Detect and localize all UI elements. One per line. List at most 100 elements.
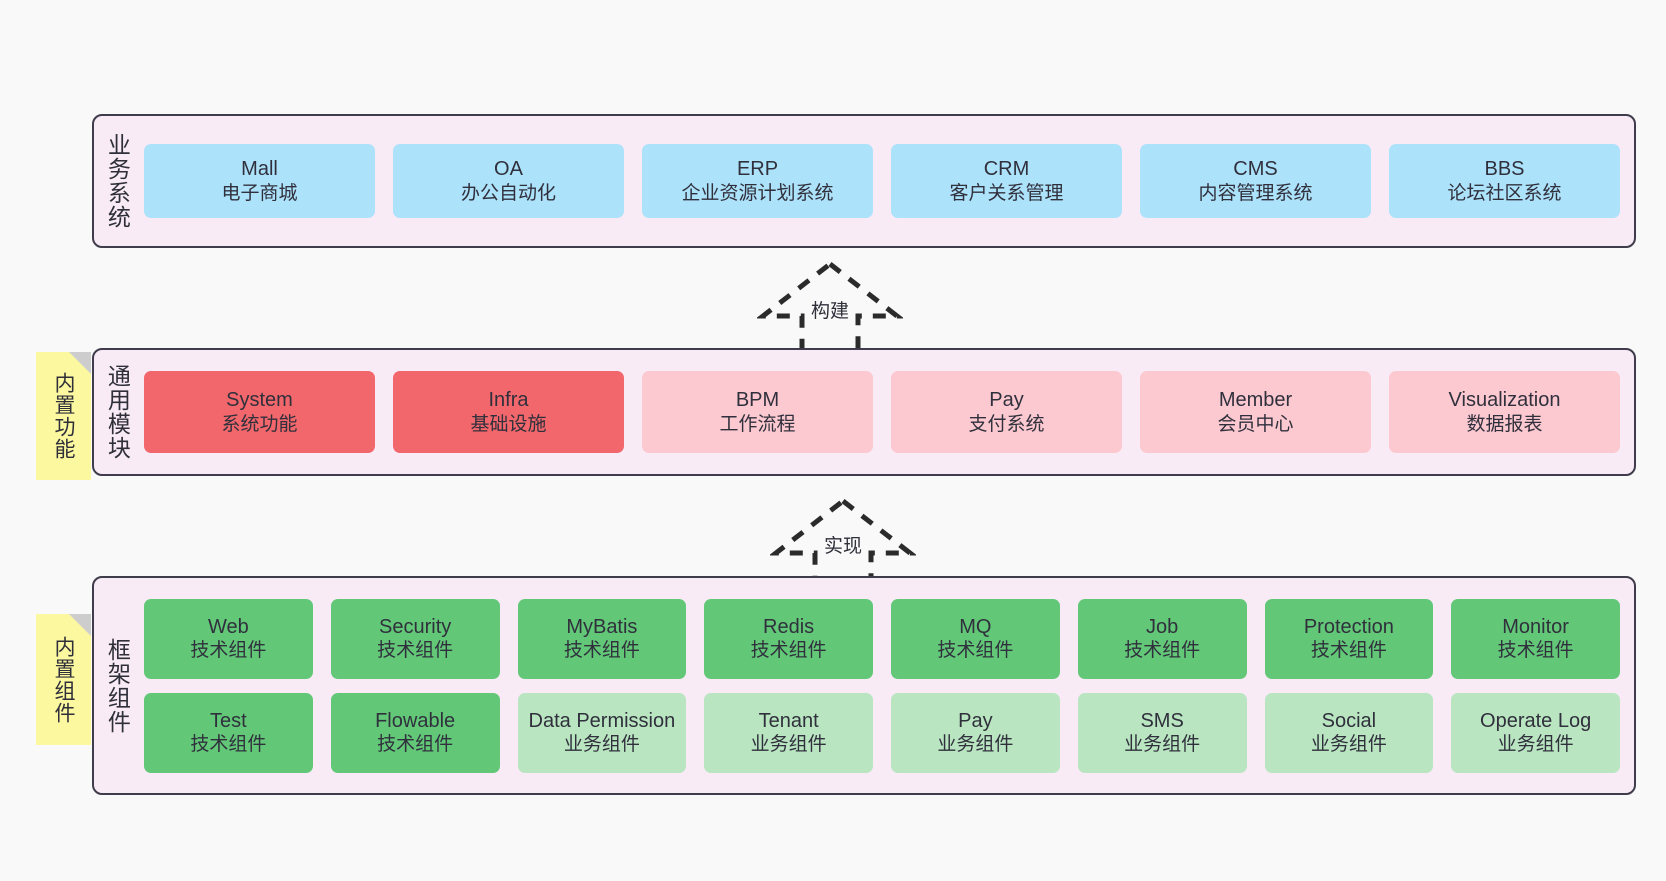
component-name: Tenant	[758, 709, 819, 732]
component-subtitle: 技术组件	[377, 640, 454, 662]
component-name: Protection	[1303, 615, 1394, 638]
module-name: Visualization	[1448, 389, 1561, 412]
module-card-visualization[interactable]: Visualization 数据报表	[1389, 371, 1620, 453]
module-name: BBS	[1484, 158, 1525, 181]
component-card-protection[interactable]: Protection 技术组件	[1264, 598, 1434, 679]
component-name: Social	[1321, 709, 1377, 732]
component-card-mybatis[interactable]: MyBatis 技术组件	[517, 598, 687, 679]
component-card-mq[interactable]: MQ 技术组件	[891, 598, 1060, 679]
module-card-erp[interactable]: ERP 企业资源计划系统	[642, 144, 873, 218]
module-name: Pay	[989, 389, 1024, 412]
sticky-note-builtin-features: 内置功能	[36, 352, 91, 480]
sticky-note-label: 内置组件	[52, 635, 76, 724]
module-card-infra[interactable]: Infra 基础设施	[393, 371, 624, 453]
component-subtitle: 技术组件	[563, 640, 640, 662]
component-card-web[interactable]: Web 技术组件	[144, 598, 313, 679]
component-name: Security	[379, 615, 452, 638]
component-card-tenant[interactable]: Tenant 业务组件	[704, 692, 873, 773]
module-name: OA	[494, 158, 523, 181]
component-name: Redis	[763, 615, 815, 638]
module-name: CMS	[1233, 158, 1278, 181]
module-subtitle: 数据报表	[1466, 413, 1543, 435]
component-name: Data Permission	[528, 709, 676, 732]
module-name: System	[226, 389, 293, 412]
component-subtitle: 技术组件	[750, 640, 827, 662]
component-card-pay[interactable]: Pay 业务组件	[891, 692, 1060, 773]
component-subtitle: 业务组件	[1310, 734, 1387, 756]
layer-row: Mall 电子商城 OA 办公自动化 ERP 企业资源计划系统 CRM 客户关系…	[144, 144, 1620, 218]
component-name: Pay	[958, 709, 993, 732]
layer-title-framework: 框架组件	[104, 637, 131, 734]
layer-body-framework: Web 技术组件 Security 技术组件 MyBatis 技术组件 Redi…	[140, 578, 1634, 793]
layer-body-business: Mall 电子商城 OA 办公自动化 ERP 企业资源计划系统 CRM 客户关系…	[140, 116, 1634, 246]
component-name: SMS	[1140, 709, 1184, 732]
module-subtitle: 工作流程	[719, 413, 796, 435]
module-card-oa[interactable]: OA 办公自动化	[393, 144, 624, 218]
module-card-bpm[interactable]: BPM 工作流程	[642, 371, 873, 453]
folded-corner-icon	[69, 614, 91, 636]
module-card-member[interactable]: Member 会员中心	[1140, 371, 1371, 453]
module-card-crm[interactable]: CRM 客户关系管理	[891, 144, 1122, 218]
module-subtitle: 系统功能	[221, 413, 298, 435]
module-card-cms[interactable]: CMS 内容管理系统	[1140, 144, 1371, 218]
folded-corner-icon	[69, 352, 91, 374]
component-subtitle: 业务组件	[750, 734, 827, 756]
component-subtitle: 业务组件	[937, 734, 1014, 756]
module-subtitle: 客户关系管理	[949, 182, 1064, 204]
component-subtitle: 技术组件	[1124, 640, 1201, 662]
module-name: Infra	[488, 389, 529, 412]
component-name: Test	[210, 709, 247, 732]
module-subtitle: 内容管理系统	[1198, 182, 1313, 204]
component-name: Web	[207, 615, 249, 638]
component-card-social[interactable]: Social 业务组件	[1264, 692, 1434, 773]
module-card-pay[interactable]: Pay 支付系统	[891, 371, 1122, 453]
module-subtitle: 论坛社区系统	[1447, 182, 1562, 204]
module-name: ERP	[736, 158, 779, 181]
component-name: MyBatis	[566, 615, 638, 638]
component-name: Job	[1146, 615, 1179, 638]
layer-framework-components: 框架组件 Web 技术组件 Security 技术组件 MyBatis 技术组件…	[92, 576, 1636, 795]
component-name: Flowable	[375, 709, 456, 732]
module-name: BPM	[735, 389, 780, 412]
module-subtitle: 电子商城	[221, 182, 298, 204]
module-subtitle: 企业资源计划系统	[681, 182, 834, 204]
component-name: Operate Log	[1480, 709, 1592, 732]
module-subtitle: 办公自动化	[460, 182, 556, 204]
component-card-data-permission[interactable]: Data Permission 业务组件	[517, 692, 687, 773]
layer-title-common: 通用模块	[104, 364, 131, 460]
component-card-test[interactable]: Test 技术组件	[144, 692, 313, 773]
module-subtitle: 支付系统	[968, 413, 1045, 435]
module-name: Member	[1218, 389, 1293, 412]
module-subtitle: 会员中心	[1217, 413, 1294, 435]
module-card-bbs[interactable]: BBS 论坛社区系统	[1389, 144, 1620, 218]
sticky-note-label: 内置功能	[52, 372, 76, 460]
component-card-security[interactable]: Security 技术组件	[330, 598, 500, 679]
layer-common-modules: 通用模块 System 系统功能 Infra 基础设施 BPM 工作流程 Pay…	[92, 348, 1636, 476]
layer-title-business: 业务系统	[104, 133, 131, 229]
layer-row: Test 技术组件 Flowable 技术组件 Data Permission …	[144, 692, 1620, 773]
component-subtitle: 技术组件	[190, 640, 267, 662]
layer-body-common: System 系统功能 Infra 基础设施 BPM 工作流程 Pay 支付系统…	[140, 350, 1634, 474]
layer-business-system: 业务系统 Mall 电子商城 OA 办公自动化 ERP 企业资源计划系统 CRM…	[92, 114, 1636, 248]
component-subtitle: 技术组件	[937, 640, 1014, 662]
component-subtitle: 业务组件	[1497, 734, 1574, 756]
component-card-sms[interactable]: SMS 业务组件	[1077, 692, 1247, 773]
component-card-monitor[interactable]: Monitor 技术组件	[1451, 598, 1620, 679]
arrow-build: 构建	[757, 258, 903, 358]
module-card-mall[interactable]: Mall 电子商城	[144, 144, 375, 218]
module-subtitle: 基础设施	[470, 413, 547, 435]
sticky-note-builtin-components: 内置组件	[36, 614, 91, 745]
component-subtitle: 技术组件	[1497, 640, 1574, 662]
component-name: MQ	[959, 615, 992, 638]
layer-row: Web 技术组件 Security 技术组件 MyBatis 技术组件 Redi…	[144, 598, 1620, 679]
module-card-system[interactable]: System 系统功能	[144, 371, 375, 453]
component-card-redis[interactable]: Redis 技术组件	[704, 598, 873, 679]
component-subtitle: 业务组件	[563, 734, 640, 756]
component-subtitle: 业务组件	[1124, 734, 1201, 756]
component-card-job[interactable]: Job 技术组件	[1077, 598, 1247, 679]
component-card-operate-log[interactable]: Operate Log 业务组件	[1451, 692, 1620, 773]
module-name: Mall	[241, 158, 278, 181]
component-subtitle: 技术组件	[377, 734, 454, 756]
component-card-flowable[interactable]: Flowable 技术组件	[330, 692, 500, 773]
